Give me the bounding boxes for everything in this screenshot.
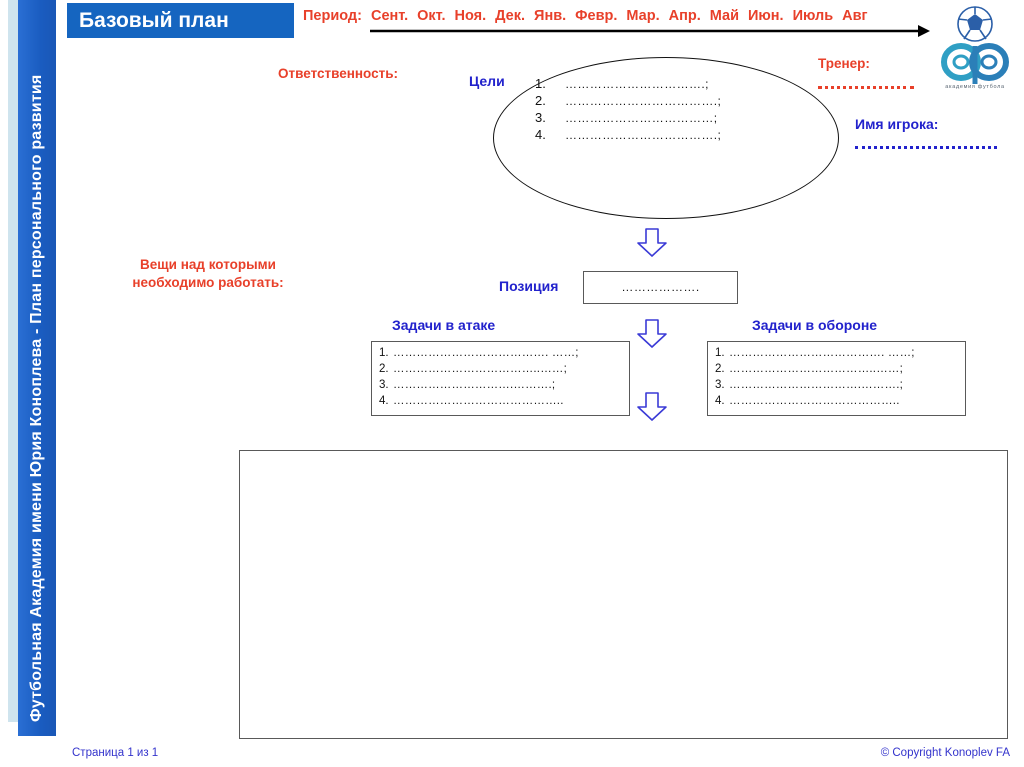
period-month-9: Июн.: [747, 8, 784, 24]
goal-number: 3.: [535, 110, 546, 125]
label-attack-tasks: Задачи в атаке: [392, 317, 496, 333]
goal-row[interactable]: 2. ……………………………….;: [535, 93, 787, 110]
label-things-to-work-on: Вещи над которыми необходимо работать:: [116, 256, 300, 292]
task-number: 1.: [379, 347, 389, 359]
period-month-3: Дек.: [495, 8, 526, 24]
task-fill-line: ……………………………………..: [393, 395, 564, 407]
notes-value: [240, 451, 1007, 463]
goal-row[interactable]: 4. ……………………………….;: [535, 127, 787, 144]
period-month-1: Окт.: [417, 8, 446, 24]
period-month-0: Сент.: [370, 8, 409, 24]
goal-fill-line: …………………………….;: [565, 77, 709, 91]
period-label: Период:: [303, 8, 362, 24]
task-fill-line: ………………………….……….;: [393, 379, 556, 391]
label-goals: Цели: [469, 73, 505, 89]
goal-row[interactable]: 3. ………………………………;: [535, 110, 787, 127]
task-fill-line: …………………………………. ……;: [729, 347, 915, 359]
task-row[interactable]: 3. ………………………….……….;: [379, 379, 621, 395]
label-position: Позиция: [499, 278, 559, 294]
goals-list: 1. …………………………….; 2. ……………………………….; 3. ………: [535, 76, 787, 144]
label-player-name: Имя игрока:: [855, 116, 939, 132]
task-number: 1.: [715, 347, 725, 359]
position-value: ……………….: [621, 280, 700, 294]
task-number: 4.: [379, 395, 389, 407]
sidebar-accent-strip: [8, 0, 18, 722]
label-things-line1: Вещи над которыми: [140, 257, 276, 272]
label-things-line2: необходимо работать:: [132, 275, 284, 290]
task-fill-line: ………………………………..……;: [729, 363, 903, 375]
period-month-11: Авг: [842, 8, 868, 24]
defence-task-list: 1. …………………………………. ……; 2. ………………………………..……: [708, 342, 965, 411]
down-arrow-icon: [637, 392, 667, 421]
vertical-sidebar: Футбольная Академия имени Юрия Коноплева…: [8, 0, 56, 736]
label-defence-tasks: Задачи в обороне: [752, 317, 878, 333]
task-row[interactable]: 4. ……………………………………..: [379, 395, 621, 411]
goal-number: 1.: [535, 76, 546, 91]
task-fill-line: …………………………….……….;: [729, 379, 903, 391]
sidebar-title-text: Футбольная Академия имени Юрия Коноплева…: [28, 74, 45, 722]
task-number: 2.: [379, 363, 389, 375]
goal-number: 2.: [535, 93, 546, 108]
task-row[interactable]: 3. …………………………….……….;: [715, 379, 957, 395]
coach-name-fill-line[interactable]: [818, 86, 914, 92]
goal-row[interactable]: 1. …………………………….;: [535, 76, 787, 93]
logo-caption: академия футбола: [945, 84, 1005, 90]
down-arrow-icon: [637, 319, 667, 348]
position-box[interactable]: ……………….: [583, 271, 738, 304]
task-row[interactable]: 1. …………………………………. ……;: [379, 347, 621, 363]
task-row[interactable]: 2. ………………………………..……;: [715, 363, 957, 379]
period-month-7: Апр.: [668, 8, 701, 24]
footer-page-number: Страница 1 из 1: [72, 747, 159, 759]
page-title: Базовый план: [79, 8, 229, 32]
task-fill-line: ………………………………..……;: [393, 363, 567, 375]
goals-ellipse: [493, 57, 839, 219]
period-timeline-arrow: [370, 25, 930, 37]
attack-tasks-box[interactable]: 1. …………………………………. ……; 2. ………………………………..……: [371, 341, 630, 416]
task-row[interactable]: 2. ………………………………..……;: [379, 363, 621, 379]
period-month-4: Янв.: [534, 8, 567, 24]
goal-number: 4.: [535, 127, 546, 142]
attack-task-list: 1. …………………………………. ……; 2. ………………………………..……: [372, 342, 629, 411]
task-number: 2.: [715, 363, 725, 375]
down-arrow-icon: [637, 228, 667, 257]
task-fill-line: …………………………………. ……;: [393, 347, 579, 359]
footer-copyright: © Copyright Konoplev FA: [880, 747, 1010, 759]
task-number: 4.: [715, 395, 725, 407]
notes-box[interactable]: [239, 450, 1008, 739]
player-name-fill-line[interactable]: [855, 146, 997, 152]
period-month-8: Май: [709, 8, 739, 24]
period-month-5: Февр.: [575, 8, 618, 24]
task-row[interactable]: 4. ……………………………………..: [715, 395, 957, 411]
period-month-10: Июль: [792, 8, 834, 24]
task-number: 3.: [379, 379, 389, 391]
goal-fill-line: ……………………………….;: [565, 128, 722, 142]
period-month-6: Мар.: [626, 8, 660, 24]
task-number: 3.: [715, 379, 725, 391]
defence-tasks-box[interactable]: 1. …………………………………. ……; 2. ………………………………..……: [707, 341, 966, 416]
academy-logo-icon: [941, 6, 1009, 84]
label-coach: Тренер:: [818, 56, 870, 71]
period-row: Период: Сент. Окт. Ноя. Дек. Янв. Февр. …: [303, 5, 928, 27]
goal-fill-line: ……………………………….;: [565, 94, 722, 108]
task-row[interactable]: 1. …………………………………. ……;: [715, 347, 957, 363]
goal-fill-line: ………………………………;: [565, 111, 718, 125]
sidebar-bar: [18, 0, 56, 736]
period-month-2: Ноя.: [454, 8, 487, 24]
task-fill-line: ……………………………………..: [729, 395, 900, 407]
label-responsibility: Ответственность:: [278, 66, 399, 81]
page-title-banner: Базовый план: [67, 3, 294, 38]
